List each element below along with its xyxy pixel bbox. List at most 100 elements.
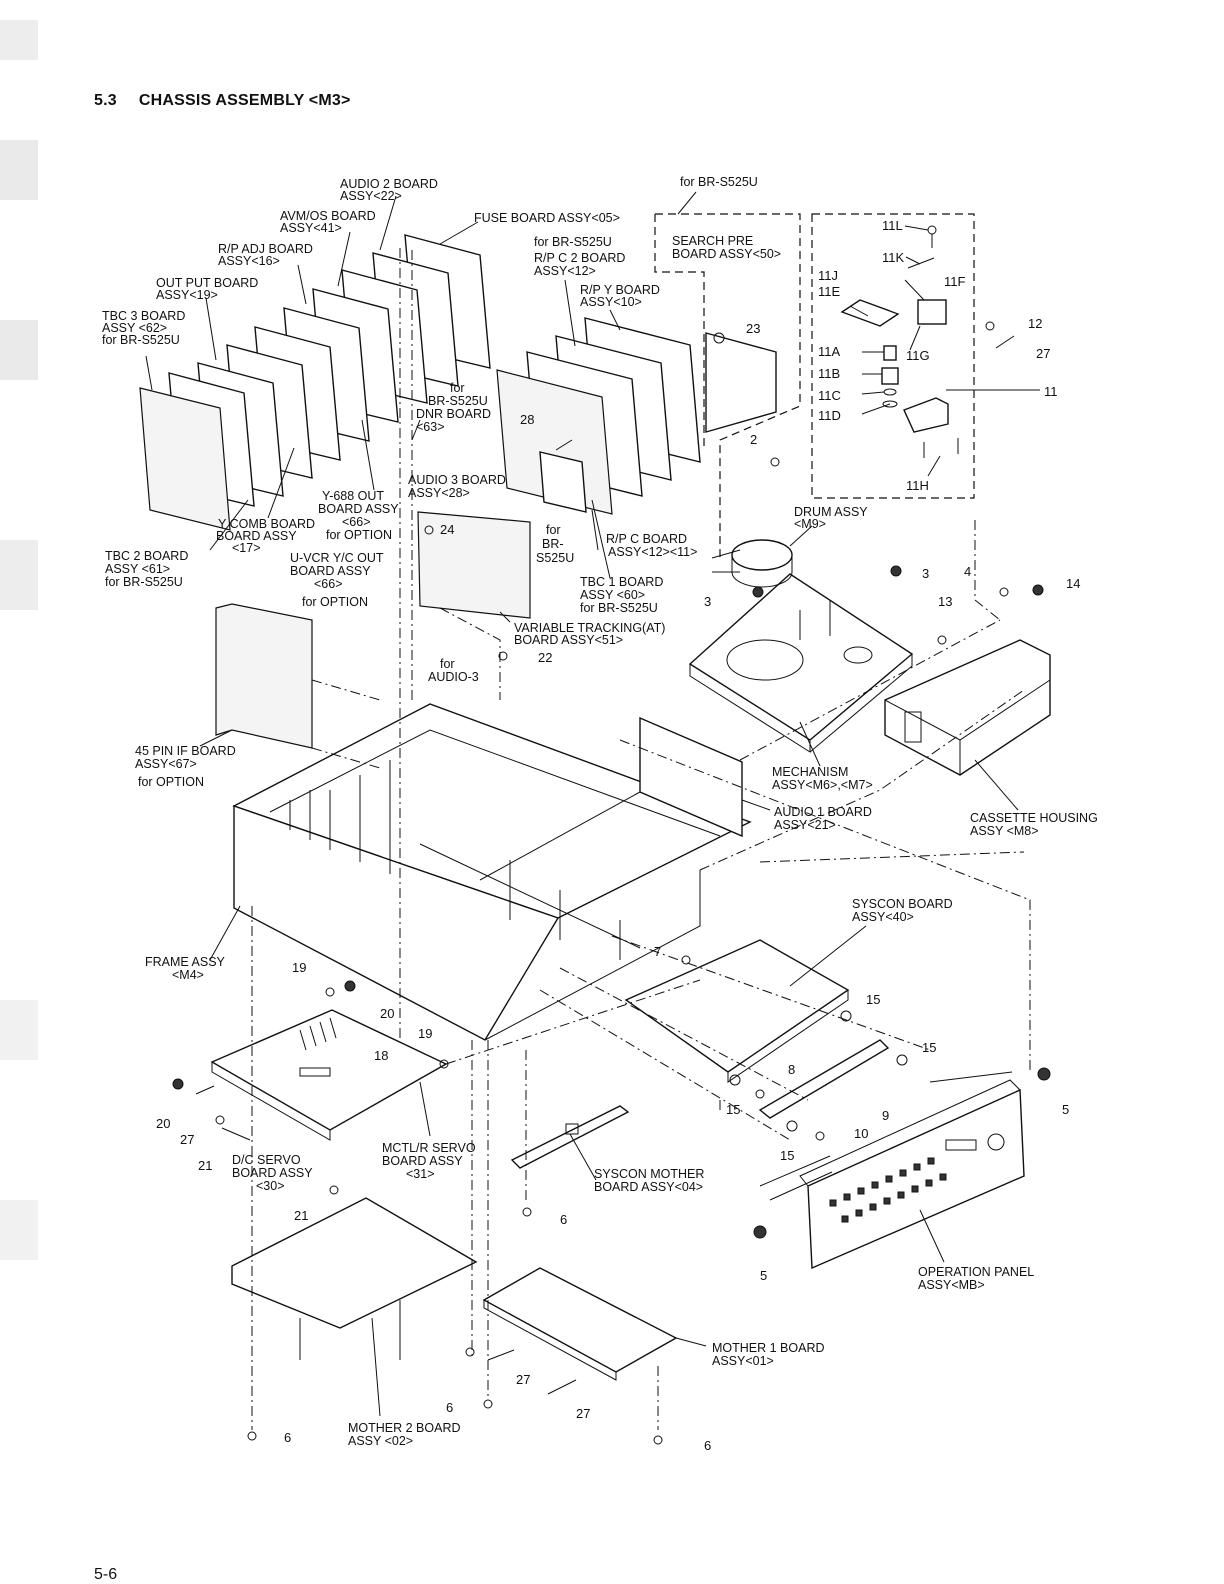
label-tbc1-l3: for BR-S525U bbox=[580, 601, 658, 615]
label-cassette-l1: CASSETTE HOUSING bbox=[970, 811, 1098, 825]
operation-panel-rail bbox=[759, 1155, 833, 1201]
callout-11J: 11J bbox=[818, 268, 838, 283]
callout-15c: 15 bbox=[726, 1102, 740, 1117]
screw-11L bbox=[927, 225, 937, 235]
washer-15a bbox=[729, 1074, 741, 1086]
screw-20b bbox=[172, 1078, 184, 1090]
drum-subassembly-box bbox=[811, 213, 975, 499]
label-frame-l2: <M4> bbox=[172, 968, 204, 982]
syscon-mother-connector bbox=[565, 1123, 579, 1135]
label-audio2-l2: ASSY<22> bbox=[340, 189, 402, 203]
leader-avm-os bbox=[337, 231, 351, 287]
callout-11F: 11F bbox=[944, 274, 965, 289]
label-dnr-l2: BR-S525U bbox=[428, 394, 488, 408]
label-pin45-l2: ASSY<67> bbox=[135, 757, 197, 771]
frame-slots bbox=[289, 790, 311, 840]
label-rpy-l2: ASSY<10> bbox=[580, 295, 642, 309]
callout-9: 9 bbox=[882, 1108, 889, 1123]
label-avm-os-l1: AVM/OS BOARD bbox=[280, 209, 376, 223]
dc-servo-edge bbox=[211, 1062, 331, 1141]
label-fuse: FUSE BOARD ASSY<05> bbox=[474, 211, 620, 225]
leader-dnr bbox=[411, 419, 421, 441]
label-rpc2-l3: ASSY<12> bbox=[534, 264, 596, 278]
operation-panel-face bbox=[807, 1088, 1025, 1270]
mechanism-posts bbox=[799, 600, 831, 640]
callout-11D: 11D bbox=[818, 408, 841, 423]
screws-11H bbox=[923, 438, 959, 458]
leader-frame bbox=[209, 905, 241, 961]
audio1-board bbox=[639, 716, 743, 838]
dc-servo-plate bbox=[210, 1009, 448, 1131]
callout-11L: 11L bbox=[882, 218, 903, 233]
label-dnr-l4: <63> bbox=[416, 420, 445, 434]
callout-8: 8 bbox=[788, 1062, 795, 1077]
label-ycomb-l2: BOARD ASSY bbox=[216, 529, 297, 543]
mechanism-plate bbox=[688, 573, 914, 741]
label-variable-l1: VARIABLE TRACKING(AT) bbox=[514, 621, 665, 635]
label-dnr-l1: for bbox=[450, 381, 465, 395]
leader-syscon-mother bbox=[569, 1133, 597, 1181]
leader-mother1 bbox=[675, 1337, 707, 1347]
label-cassette-l2: ASSY <M8> bbox=[970, 824, 1039, 838]
operation-panel-top bbox=[799, 1079, 1021, 1187]
screw-6c bbox=[465, 1347, 475, 1357]
label-y688-l1: Y-688 OUT bbox=[322, 489, 384, 503]
label-mother2-l2: ASSY <02> bbox=[348, 1434, 413, 1448]
pin-11K bbox=[907, 257, 935, 269]
washer-15c bbox=[896, 1054, 908, 1066]
label-operation-l1: OPERATION PANEL bbox=[918, 1265, 1034, 1279]
label-drum-l1: DRUM ASSY bbox=[794, 505, 868, 519]
bracket-11E bbox=[840, 299, 900, 327]
label-y688-l2: BOARD ASSY bbox=[318, 502, 399, 516]
label-y688-l3: <66> bbox=[342, 515, 371, 529]
callout-11H: 11H bbox=[906, 478, 929, 493]
label-syscon-mother-l2: BOARD ASSY<04> bbox=[594, 1180, 703, 1194]
callout-3a: 3 bbox=[922, 566, 929, 581]
syscon-board bbox=[624, 939, 850, 1073]
scan-edge-mark bbox=[0, 140, 38, 200]
callout-13: 13 bbox=[938, 594, 952, 609]
leader-rpc2 bbox=[564, 279, 576, 347]
label-uvcr-l1: U-VCR Y/C OUT bbox=[290, 551, 384, 565]
leader-audio1 bbox=[741, 799, 771, 811]
leader-dc-servo bbox=[221, 1127, 251, 1141]
frame-inner bbox=[479, 791, 641, 881]
label-mechanism-l1: MECHANISM bbox=[772, 765, 848, 779]
callout-27a: 27 bbox=[1036, 346, 1050, 361]
leader-tbc2 bbox=[209, 499, 249, 551]
callout-11E: 11E bbox=[818, 284, 840, 299]
label-tbc2-l1: TBC 2 BOARD bbox=[105, 549, 188, 563]
mechanism-reel bbox=[843, 646, 873, 664]
label-mctl-l3: <31> bbox=[406, 1167, 435, 1181]
leader-mctl bbox=[419, 1081, 431, 1137]
assembly-line bbox=[311, 679, 381, 769]
board-stack-mid bbox=[417, 317, 777, 619]
callout-5b: 5 bbox=[760, 1268, 767, 1283]
callout-28: 28 bbox=[520, 412, 534, 427]
drum-body bbox=[731, 555, 793, 588]
label-rpc-l1: R/P C BOARD bbox=[606, 532, 687, 546]
callout-27d: 27 bbox=[576, 1406, 590, 1421]
operation-panel-knob bbox=[987, 1133, 1005, 1151]
callout-11B: 11B bbox=[818, 366, 840, 381]
mctl-connector bbox=[299, 1017, 337, 1051]
leader-pin45 bbox=[199, 729, 233, 747]
label-tbc1-l1: TBC 1 BOARD bbox=[580, 575, 663, 589]
screw-2 bbox=[770, 457, 780, 467]
callout-21b: 21 bbox=[294, 1208, 308, 1223]
screw-19a bbox=[325, 987, 335, 997]
screw-6a bbox=[522, 1207, 532, 1217]
washer-15b bbox=[840, 1010, 852, 1022]
section-number: 5.3 bbox=[94, 92, 117, 109]
screws bbox=[172, 321, 1051, 1445]
callout-20a: 20 bbox=[380, 1006, 394, 1021]
drum-top bbox=[731, 539, 793, 571]
screw-7 bbox=[681, 955, 691, 965]
label-rpc2-l2: R/P C 2 BOARD bbox=[534, 251, 625, 265]
callout-15d: 15 bbox=[780, 1148, 794, 1163]
label-rp-adj-l1: R/P ADJ BOARD bbox=[218, 242, 313, 256]
callout-22: 22 bbox=[538, 650, 552, 665]
leader-for-bru-top bbox=[677, 191, 697, 215]
label-mother2-l1: MOTHER 2 BOARD bbox=[348, 1421, 461, 1435]
mother2-board bbox=[231, 1197, 478, 1329]
